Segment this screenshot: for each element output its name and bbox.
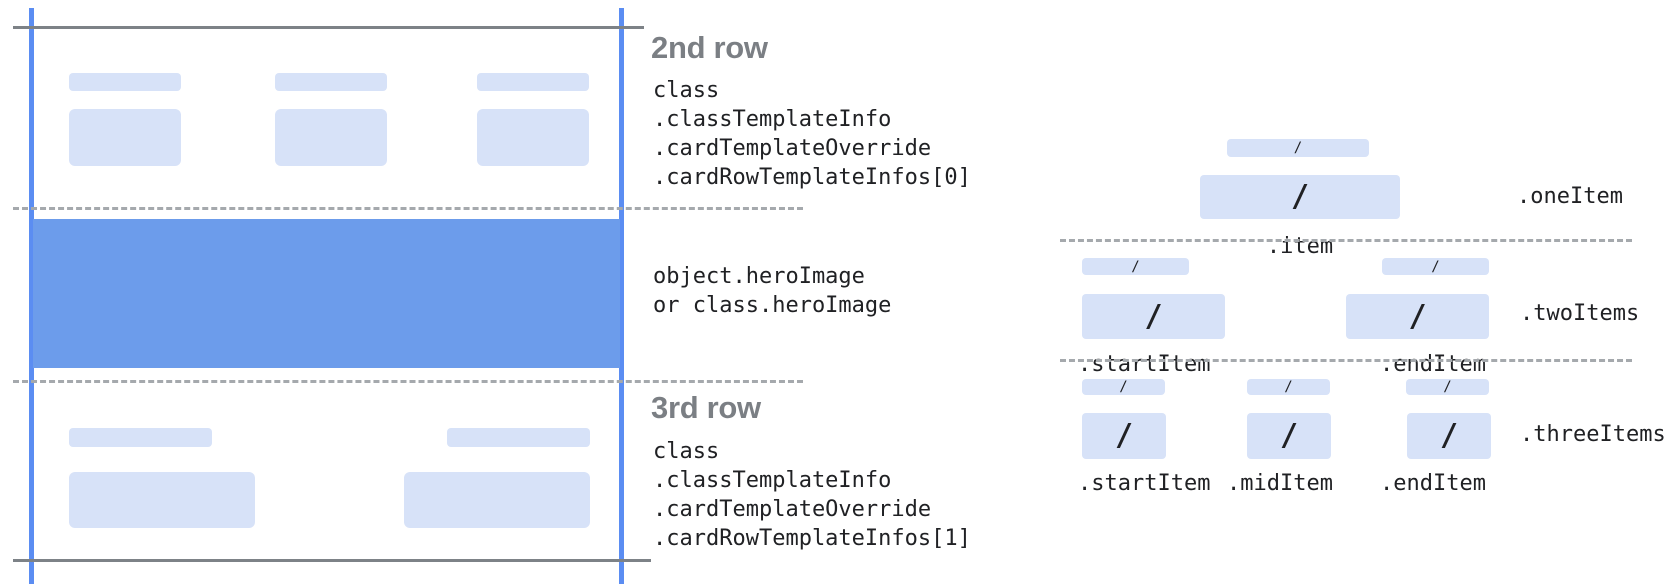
value-slash-glyph: / <box>1279 418 1299 453</box>
code-line: .classTemplateInfo <box>653 107 892 132</box>
card-top-boundary-line <box>13 26 644 29</box>
two-items-start-value-bar: / <box>1082 294 1225 339</box>
value-slash-glyph: / <box>1439 418 1459 453</box>
two-items-end-label-bar: / <box>1382 258 1489 275</box>
card-left-edge-guide-line <box>29 8 34 584</box>
two-items-end-value-bar: / <box>1346 294 1489 339</box>
value-slash-glyph: / <box>1144 298 1163 334</box>
row2-col1-label-placeholder <box>69 73 181 91</box>
one-item-label-bar: / <box>1227 139 1369 157</box>
label-slash-glyph: / <box>1131 258 1140 275</box>
one-item-row-label: .oneItem <box>1517 184 1623 209</box>
row2-bottom-dashed-separator <box>13 207 803 210</box>
row2-col1-value-placeholder <box>69 109 181 166</box>
three-items-start-label-bar: / <box>1082 379 1165 395</box>
code-line: .cardRowTemplateInfos[0] <box>653 165 971 190</box>
code-line: or class.heroImage <box>653 293 892 318</box>
row3-code-path: class .classTemplateInfo .cardTemplateOv… <box>653 437 971 553</box>
code-line: object.heroImage <box>653 264 865 289</box>
value-slash-glyph: / <box>1408 298 1427 334</box>
label-slash-glyph: / <box>1284 379 1293 395</box>
hero-bottom-dashed-separator <box>13 380 803 383</box>
three-items-end-value-bar: / <box>1407 413 1491 459</box>
hero-image-placeholder <box>33 219 620 368</box>
one-item-value-bar: / <box>1200 175 1400 219</box>
three-items-mid-label-bar: / <box>1247 379 1330 395</box>
three-items-end-label-bar: / <box>1406 379 1489 395</box>
card-bottom-boundary-line <box>13 559 651 562</box>
row2-col2-label-placeholder <box>275 73 387 91</box>
code-line: .classTemplateInfo <box>653 468 892 493</box>
code-line: .cardRowTemplateInfos[1] <box>653 526 971 551</box>
three-items-mid-value-bar: / <box>1247 413 1331 459</box>
three-items-end-item-label: .endItem <box>1380 471 1486 496</box>
two-items-row-label: .twoItems <box>1520 301 1640 326</box>
code-line: class <box>653 439 720 464</box>
three-items-row-label: .threeItems <box>1520 422 1666 447</box>
two-items-start-item-label: .startItem <box>1078 352 1211 377</box>
template-dashed-separator <box>1060 239 1632 242</box>
label-slash-glyph: / <box>1293 140 1303 156</box>
code-line: class <box>653 78 720 103</box>
two-items-start-label-bar: / <box>1082 258 1189 275</box>
code-line: .cardTemplateOverride <box>653 136 932 161</box>
label-slash-glyph: / <box>1443 379 1452 395</box>
label-slash-glyph: / <box>1119 379 1128 395</box>
two-items-end-item-label: .endItem <box>1380 352 1486 377</box>
row3-col1-value-placeholder <box>69 472 255 528</box>
row2-heading: 2nd row <box>651 30 768 65</box>
row2-col2-value-placeholder <box>275 109 387 166</box>
code-line: .cardTemplateOverride <box>653 497 932 522</box>
value-slash-glyph: / <box>1114 418 1134 453</box>
row3-col1-label-placeholder <box>69 428 212 447</box>
three-items-mid-item-label: .midItem <box>1227 471 1333 496</box>
template-dashed-separator <box>1060 359 1632 362</box>
row2-col3-value-placeholder <box>477 109 589 166</box>
row3-col2-label-placeholder <box>447 428 590 447</box>
row3-heading: 3rd row <box>651 390 761 425</box>
one-item-item-label: .item <box>1266 234 1334 259</box>
value-slash-glyph: / <box>1290 179 1310 214</box>
row2-col3-label-placeholder <box>477 73 589 91</box>
hero-code-path: object.heroImage or class.heroImage <box>653 262 891 320</box>
three-items-start-value-bar: / <box>1082 413 1166 459</box>
three-items-start-item-label: .startItem <box>1078 471 1211 496</box>
label-slash-glyph: / <box>1431 258 1440 275</box>
card-right-edge-guide-line <box>619 8 624 584</box>
row2-code-path: class .classTemplateInfo .cardTemplateOv… <box>653 76 971 192</box>
row3-col2-value-placeholder <box>404 472 590 528</box>
